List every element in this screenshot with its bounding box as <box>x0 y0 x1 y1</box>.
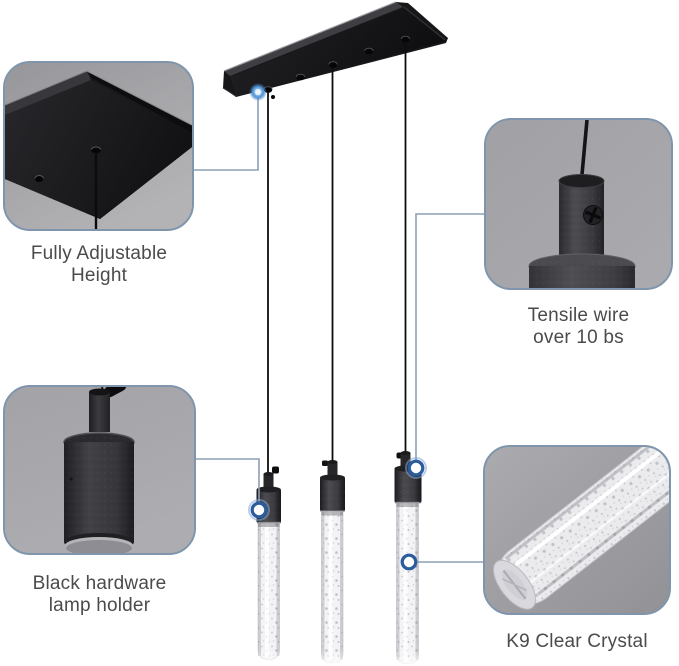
label-line: K9 Clear Crystal <box>506 631 648 652</box>
label-line: Height <box>70 265 128 286</box>
lamp-holder <box>256 489 281 523</box>
canopy-screw <box>34 176 44 182</box>
crystal-cylinder <box>493 447 669 610</box>
callout-card-tensile-wire <box>484 118 673 290</box>
label-line: over 10 bs <box>533 327 624 348</box>
crystal-tube <box>396 502 419 665</box>
pendant-middle <box>320 460 345 664</box>
callout-card-lamp-holder <box>3 385 196 555</box>
label-fully-adjustable-height: Fully Adjustable Height <box>4 243 194 287</box>
leader-line-adjustable <box>194 96 259 171</box>
pendant-right <box>394 451 422 665</box>
leader-line-holder <box>196 458 260 503</box>
lamp-holder-photo <box>5 387 194 553</box>
label-line: Tensile wire <box>527 305 630 326</box>
wire-exit-bump <box>91 146 101 154</box>
label-line: Fully Adjustable <box>30 243 168 264</box>
canopy-corner-photo <box>5 63 192 229</box>
crystal-tube-photo <box>485 447 669 613</box>
steel-wire <box>579 120 589 181</box>
wire-grip-photo <box>486 120 671 288</box>
highlight-ring-holder <box>248 499 270 521</box>
label-line: lamp holder <box>48 595 151 616</box>
crystal-tube <box>321 511 344 664</box>
label-line: Black hardware <box>32 573 167 594</box>
crystal-tube <box>257 522 280 660</box>
glow-dot-canopy <box>249 83 267 101</box>
leader-line-tensile <box>415 213 484 461</box>
ceiling-canopy <box>222 1 448 99</box>
label-k9-clear-crystal: K9 Clear Crystal <box>483 631 671 653</box>
label-tensile-wire: Tensile wire over 10 bs <box>484 305 673 349</box>
highlight-ring-tensile <box>405 457 427 479</box>
canopy-wire-bumps <box>263 36 410 93</box>
pendant-left <box>256 466 281 660</box>
callout-card-crystal <box>483 445 671 615</box>
lamp-holder <box>394 468 422 503</box>
holder-stem <box>89 392 110 432</box>
label-black-hardware: Black hardware lamp holder <box>3 573 196 617</box>
callout-card-adjustable-height <box>3 61 194 231</box>
lamp-holder <box>320 477 345 512</box>
highlight-ring-crystal <box>400 553 418 571</box>
